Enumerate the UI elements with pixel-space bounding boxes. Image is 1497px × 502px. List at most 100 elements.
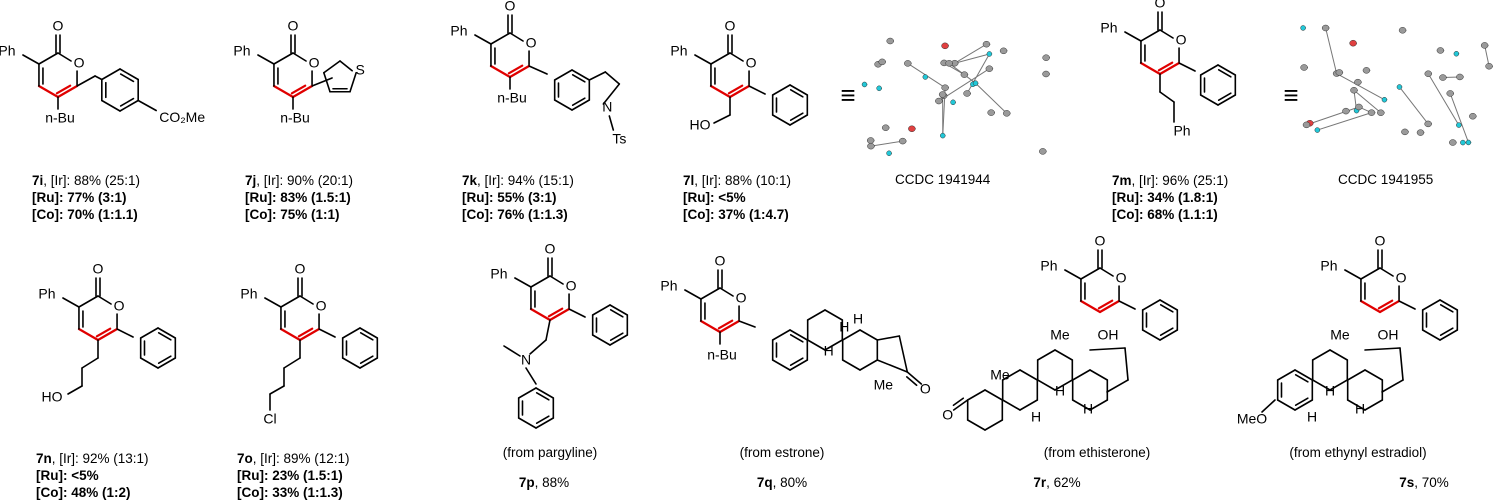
compound-id: 7i (32, 173, 44, 188)
ring-oxygen: O (1176, 32, 1187, 48)
steroid-bond (1001, 399, 1021, 411)
aryl-bond (789, 114, 809, 126)
new-bond (1079, 299, 1102, 314)
crystal-atom (1042, 70, 1050, 78)
aryl-bond (1141, 299, 1161, 311)
nitrogen: N (602, 99, 612, 115)
carbonyl-oxygen: O (288, 18, 299, 34)
aryl-bond (359, 327, 379, 339)
aryl-bond (1276, 369, 1296, 381)
crystal-atom (1449, 139, 1457, 146)
aryl-bond (1159, 299, 1179, 311)
aryl-bond (553, 69, 573, 81)
crystal-atom (1396, 84, 1403, 90)
ring-bond (1159, 29, 1174, 39)
steroid-bond (1364, 399, 1384, 411)
crystal-atom (1039, 148, 1047, 155)
butyl-label: n-Bu (707, 347, 737, 363)
ph-bond (474, 34, 492, 45)
ring-oxygen: O (736, 290, 747, 306)
aryl-bond (1217, 94, 1237, 106)
new-bond (297, 327, 314, 338)
indole-bond (602, 83, 621, 105)
aryl-bond (553, 99, 573, 111)
crystal-atom (1300, 25, 1306, 31)
compound-id: 7s (1399, 475, 1415, 490)
steroid-bond (824, 339, 844, 351)
crystal-atom (1349, 39, 1357, 47)
ph-bond (257, 54, 275, 65)
steroid-bond (806, 309, 826, 321)
steroid-bond (1364, 369, 1384, 381)
steroid-bond (966, 389, 986, 401)
indole-bond (604, 71, 621, 85)
butyl-label: n-Bu (497, 90, 527, 106)
crystal-atom (999, 47, 1008, 55)
ring-bond (729, 52, 744, 62)
steroid-bond (1311, 379, 1331, 391)
ring-bond (719, 287, 734, 297)
nitrogen: N (521, 352, 531, 368)
steroid-bond (1329, 379, 1349, 391)
caption-7l: 7l, [Ir]: 88% (10:1) [Ru]: <5% [Co]: 37%… (683, 172, 791, 223)
aryl-bond (1199, 94, 1219, 106)
ph-bond (264, 297, 282, 308)
aryl-bond (341, 357, 361, 369)
steroid-bond (984, 389, 1004, 401)
co-yield: [Co]: 33% (1:1.3) (237, 485, 343, 500)
new-bond (1359, 299, 1382, 314)
ring-bond (97, 295, 112, 305)
yield: , 80% (772, 475, 808, 490)
steroid-bond (824, 309, 844, 321)
crystal-atom (987, 109, 995, 116)
crystal-atom (1381, 96, 1388, 103)
ring-bond (292, 52, 307, 62)
crystal-atom (878, 58, 886, 66)
caption-7o: 7o, [Ir]: 89% (12:1) [Ru]: 23% (1.5:1) [… (237, 450, 350, 501)
new-bond (529, 307, 552, 322)
phenyl-label: Ph (660, 278, 677, 294)
crystal-atom (982, 40, 991, 48)
steroid-bond (1346, 369, 1366, 381)
crystal-atom (940, 132, 946, 139)
phenyl-label: Ph (450, 23, 467, 39)
aryl-link (94, 75, 103, 81)
ring-oxygen: O (1116, 270, 1127, 286)
butyl-label: n-Bu (45, 110, 75, 126)
steroid-bond (806, 339, 826, 351)
ir-yield: , [Ir]: 94% (15:1) (477, 173, 574, 188)
ring-bond (530, 275, 551, 288)
thiophene-bond (349, 71, 357, 93)
crystal-atom (1439, 74, 1447, 81)
ring-bond (509, 32, 524, 42)
ru-yield: [Ru]: 23% (1.5:1) (237, 468, 343, 483)
equivalence-symbol: ≡ (1283, 80, 1298, 110)
aryl-bond (1439, 299, 1459, 311)
ph-bond (62, 297, 80, 308)
phenyl-label: Ph (670, 43, 687, 59)
aryl-bond (535, 415, 550, 425)
phenyl-link (748, 85, 766, 95)
methoxy-bond (1261, 399, 1276, 413)
carbonyl-oxygen: O (725, 18, 736, 34)
phenyl-link (1398, 300, 1416, 310)
ph-bond (1064, 269, 1082, 280)
crystal-bond (870, 140, 904, 147)
phenyl-label: Ph (0, 43, 16, 59)
aryl-bond (789, 333, 804, 343)
steroid-bond (1106, 379, 1129, 393)
crystal-atom (886, 37, 894, 45)
indolyl-link (528, 65, 548, 75)
equivalence-symbol: ≡ (840, 80, 855, 110)
aryl-bond (1294, 399, 1314, 411)
compound-id: 7r (1033, 475, 1047, 490)
ring-oxygen: O (746, 55, 757, 71)
chain-bond (269, 385, 285, 395)
hydroxyl-label: HO (42, 389, 63, 405)
steroid-bond (1036, 349, 1056, 361)
aryl-bond (789, 84, 809, 96)
compound-id: 7n (36, 451, 52, 466)
aryl-bond (591, 334, 611, 346)
steroid-bond (1001, 369, 1021, 381)
